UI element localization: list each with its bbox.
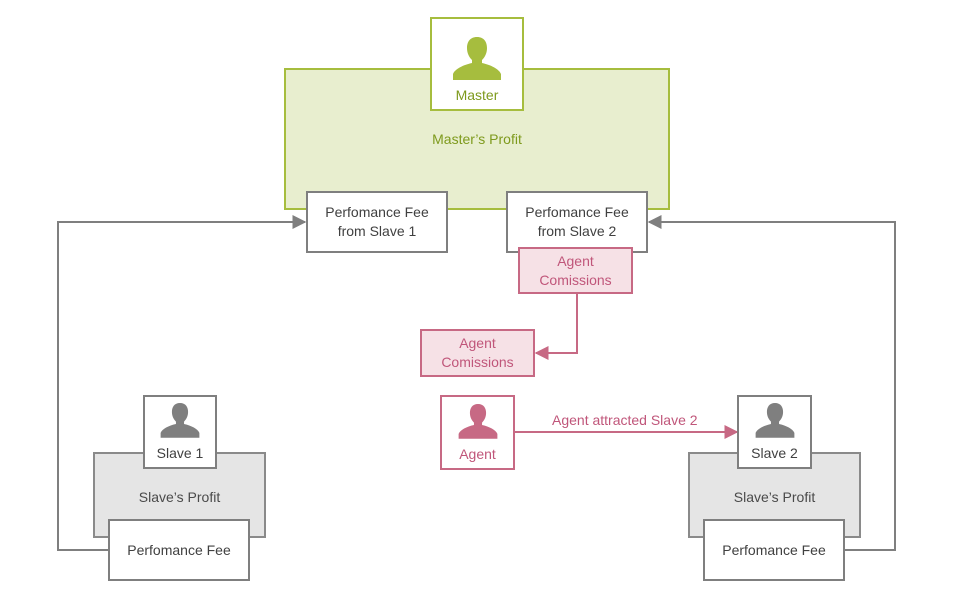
person-icon xyxy=(458,404,497,439)
slave2-label: Slave 2 xyxy=(751,445,798,461)
fee-from-slave2-label: Perfomance Fee from Slave 2 xyxy=(525,204,629,239)
slave1-card: Slave 1 xyxy=(143,395,217,469)
agent-card: Agent xyxy=(440,395,515,470)
master-card: Master xyxy=(430,17,524,111)
agent-commission-upper-box: Agent Comissions xyxy=(518,247,633,294)
agent-attracted-label: Agent attracted Slave 2 xyxy=(552,412,698,428)
fee-from-slave1-box: Perfomance Fee from Slave 1 xyxy=(306,191,448,253)
slave1-fee-label: Perfomance Fee xyxy=(127,541,231,558)
slave2-fee-box: Perfomance Fee xyxy=(703,519,845,581)
slave2-fee-label: Perfomance Fee xyxy=(722,541,826,558)
master-profit-label: Master’s Profit xyxy=(432,130,522,147)
person-icon xyxy=(755,403,794,438)
slave2-card: Slave 2 xyxy=(737,395,812,469)
slave1-fee-box: Perfomance Fee xyxy=(108,519,250,581)
person-icon xyxy=(160,403,200,438)
agent-commission-upper-label: Agent Comissions xyxy=(539,252,612,288)
slave2-profit-label: Slave’s Profit xyxy=(733,489,816,505)
slave1-fee-to-master-arrow xyxy=(57,215,307,551)
fee-from-slave1-label: Perfomance Fee from Slave 1 xyxy=(325,204,429,239)
commission-flow-arrow xyxy=(534,293,578,360)
fee-from-slave2-box: Perfomance Fee from Slave 2 xyxy=(506,191,648,253)
agent-commission-lower-box: Agent Comissions xyxy=(420,329,535,377)
slave1-profit-label: Slave’s Profit xyxy=(138,489,221,505)
agent-label: Agent xyxy=(459,446,496,462)
slave2-fee-to-master-arrow xyxy=(647,215,896,551)
slave1-label: Slave 1 xyxy=(156,445,204,461)
agent-commission-lower-label: Agent Comissions xyxy=(441,335,514,370)
master-label: Master xyxy=(455,87,499,103)
person-icon xyxy=(453,37,501,80)
